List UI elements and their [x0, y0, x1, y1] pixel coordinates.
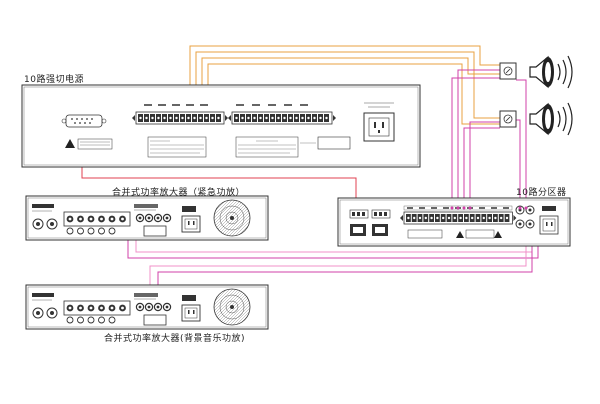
background-amp-panel [25, 284, 269, 330]
orange-wire-4 [207, 63, 500, 125]
magenta-wire-3 [469, 121, 500, 208]
power-unit-label: 10路强切电源 [24, 75, 84, 85]
warning-triangle-icon [494, 231, 502, 238]
fan-grille-icon [213, 288, 251, 326]
speaker-icon [529, 55, 573, 89]
terminal-strip-right [228, 111, 336, 125]
zone-terminal-strip [400, 205, 517, 225]
power-socket-icon [539, 215, 559, 235]
speaker-top [499, 55, 573, 89]
warning-triangle-icon [65, 139, 75, 148]
magenta-wire-6 [516, 79, 527, 208]
channel-labels [144, 104, 308, 106]
zone-rca-jacks [515, 205, 535, 229]
emergency-amp-panel [25, 195, 269, 241]
zone-unit-label: 10路分区器 [516, 188, 567, 198]
magenta-wire-4 [463, 127, 500, 208]
background-amp-label: 合并式功率放大器(背景音乐功放) [104, 334, 246, 344]
power-socket-icon [181, 206, 201, 233]
terminal-strip-left [132, 111, 228, 125]
speaker-icon [529, 102, 573, 136]
power-unit-panel [21, 84, 421, 168]
magenta-wire-5 [516, 119, 521, 208]
zone-unit-panel [337, 197, 571, 247]
orange-wire-1 [189, 45, 500, 112]
fan-grille-icon [213, 199, 251, 237]
speaker-bottom [499, 102, 573, 136]
orange-wire-3 [201, 57, 500, 112]
orange-wire-2 [195, 51, 500, 119]
emergency-amp-label: 合并式功率放大器（紧急功放） [112, 188, 246, 198]
power-socket-icon [363, 112, 395, 142]
serial-connector [61, 114, 107, 128]
power-socket-icon [181, 295, 201, 322]
zone-input-blocks [349, 209, 391, 236]
magenta-wire-2 [451, 77, 500, 208]
magenta-wire-1 [457, 69, 500, 208]
